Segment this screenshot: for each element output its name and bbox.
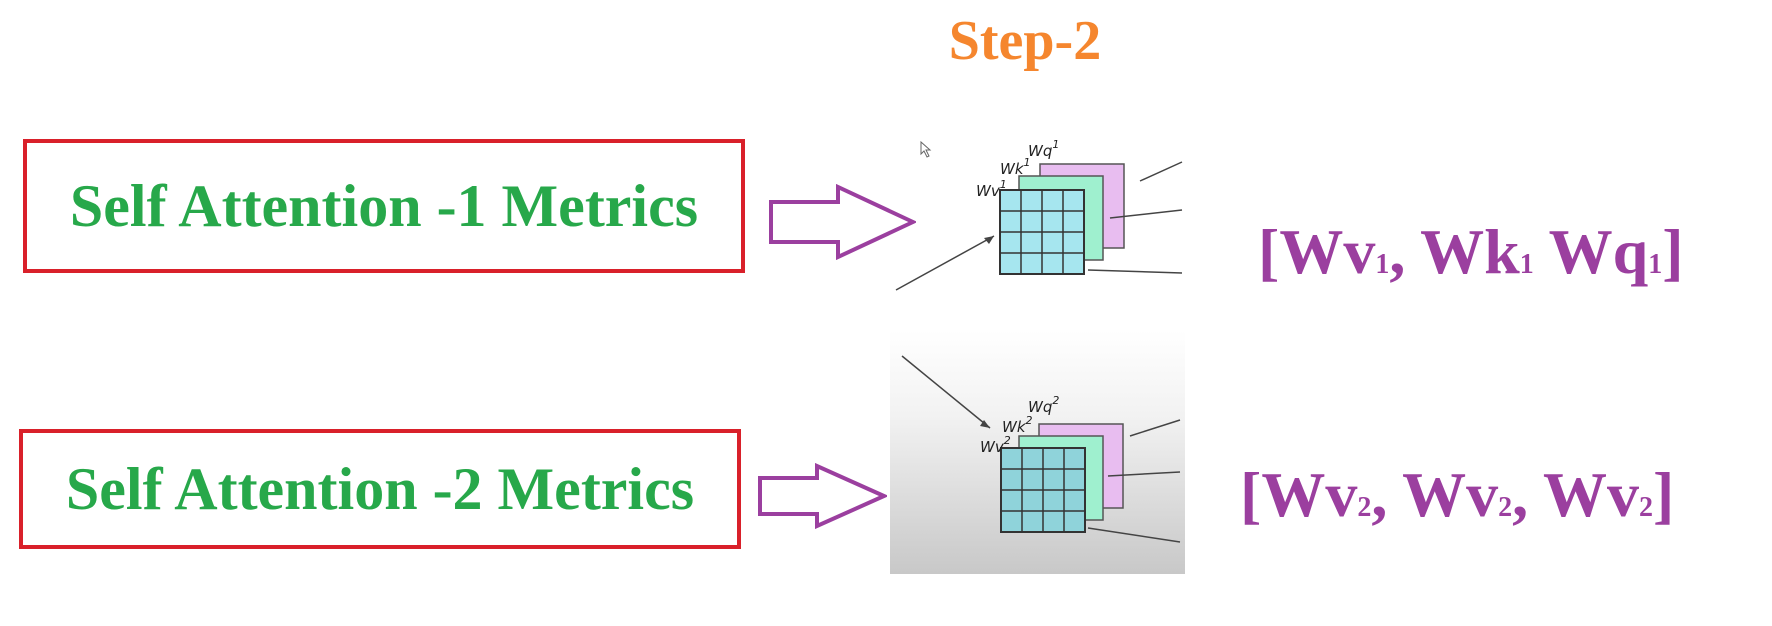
weight-matrices-sketch-2: Wv2 Wk2 Wq2 (890, 330, 1185, 574)
self-attention-2-label: Self Attention -2 Metrics (65, 455, 695, 522)
self-attention-1-label: Self Attention -1 Metrics (69, 172, 699, 239)
weights-formula-2: [Wv2, Wv2, Wv2] (1240, 459, 1675, 530)
right-arrow-icon (758, 463, 887, 529)
right-arrow-icon (769, 184, 916, 260)
step-title: Step-2 (948, 10, 1102, 72)
wq-label: Wq2 (1028, 394, 1059, 416)
wq-label: Wq1 (1028, 138, 1059, 160)
wv-label: Wv2 (980, 434, 1011, 456)
wk-label: Wk1 (1000, 156, 1031, 178)
self-attention-1-box: Self Attention -1 Metrics (23, 139, 745, 273)
wv-label: Wv1 (976, 178, 1007, 200)
self-attention-2-box: Self Attention -2 Metrics (19, 429, 741, 549)
weights-formula-1: [Wv1, Wk1 Wq1] (1258, 216, 1684, 287)
wk-label: Wk2 (1002, 414, 1033, 436)
weight-matrices-sketch-1: Wv1 Wk1 Wq1 (895, 138, 1183, 291)
